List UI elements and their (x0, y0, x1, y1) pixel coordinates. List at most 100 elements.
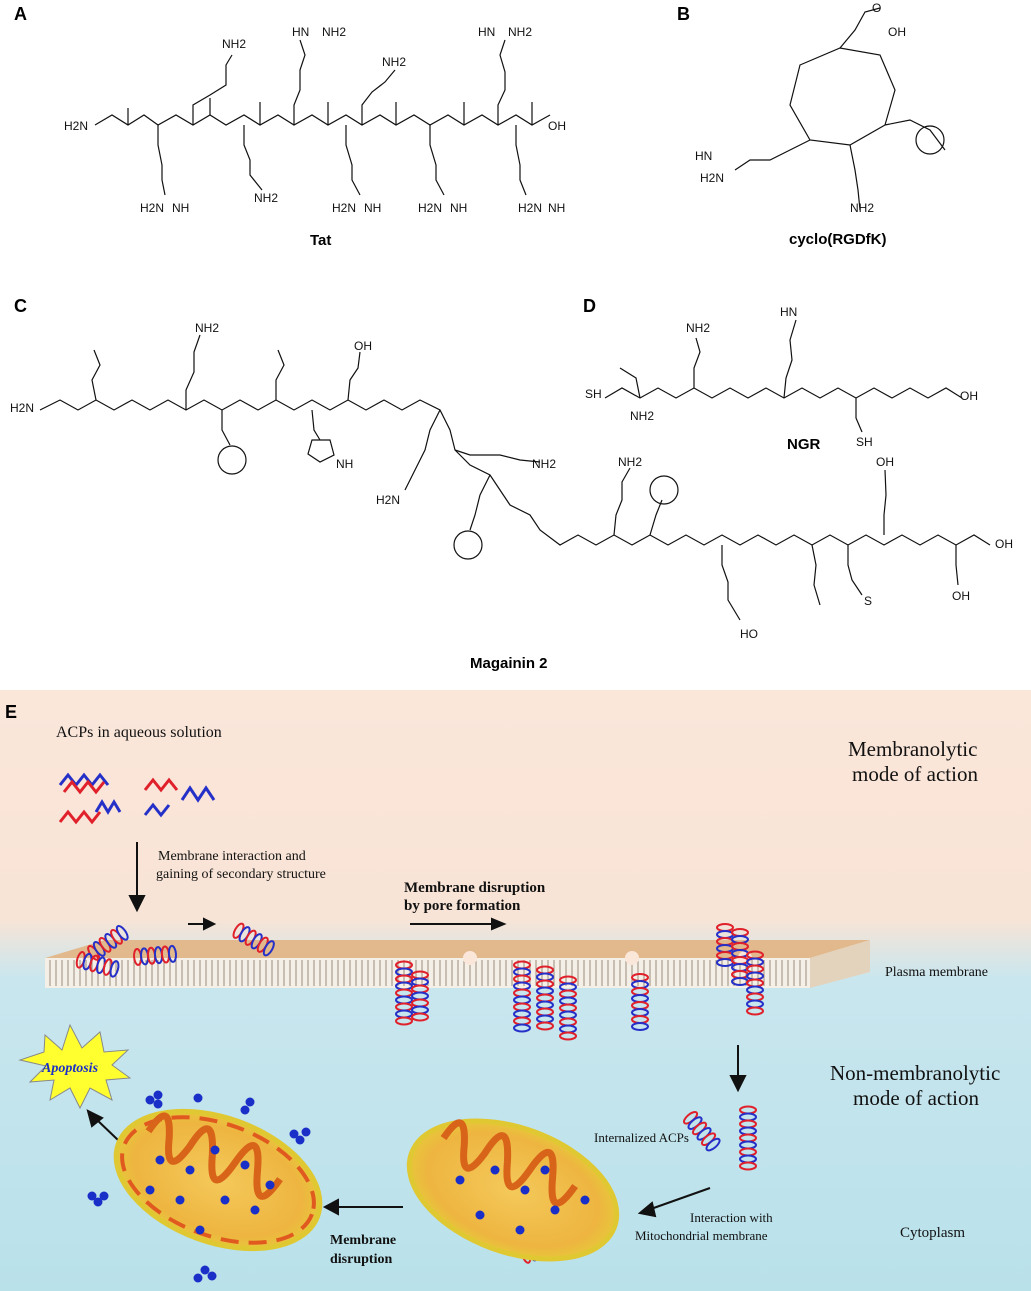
panel-b: B O OH HN H2N NH2 cyclo(RGDfK) (677, 1, 946, 248)
content-dot (250, 1205, 260, 1215)
helix (746, 950, 764, 1016)
tat-structure (94, 39, 551, 196)
magainin-structure (39, 334, 991, 621)
svg-text:S: S (864, 594, 872, 608)
content-dot (220, 1195, 230, 1205)
helix (75, 951, 120, 978)
svg-text:OH: OH (354, 339, 372, 353)
caption-ngr: NGR (787, 436, 821, 453)
content-dot (475, 1210, 485, 1220)
svg-text:NH: NH (336, 457, 353, 471)
svg-text:OH: OH (960, 389, 978, 403)
svg-text:SH: SH (585, 387, 602, 401)
svg-text:NH2: NH2 (850, 201, 874, 215)
panel-letter-b: B (677, 4, 690, 24)
panel-d: D SH NH2 HN NH2 SH OH NGR (583, 296, 978, 453)
label-acps-solution: ACPs in aqueous solution (56, 724, 222, 741)
content-dot (175, 1195, 185, 1205)
content-dot (295, 1135, 305, 1145)
svg-text:NH2: NH2 (222, 37, 246, 51)
svg-text:HN: HN (695, 149, 712, 163)
arrow-to-apoptosis (86, 1109, 119, 1141)
svg-text:NH2: NH2 (254, 191, 278, 205)
content-dot (550, 1205, 560, 1215)
mitochondrion-left (113, 1108, 323, 1252)
content-dot (145, 1095, 155, 1105)
content-dot (455, 1175, 465, 1185)
svg-text:H2N: H2N (64, 119, 88, 133)
svg-text:OH: OH (995, 537, 1013, 551)
helix (716, 923, 734, 967)
released-contents (87, 1090, 590, 1283)
svg-text:NH2: NH2 (508, 25, 532, 39)
content-dot (153, 1099, 163, 1109)
caption-rgdfk: cyclo(RGDfK) (789, 231, 887, 248)
label-plasma-membrane: Plasma membrane (885, 965, 988, 980)
content-dot (210, 1145, 220, 1155)
plasma-membrane (45, 940, 870, 988)
svg-text:HN: HN (478, 25, 495, 39)
svg-text:NH2: NH2 (322, 25, 346, 39)
label-cytoplasm: Cytoplasm (900, 1225, 965, 1241)
content-dot (155, 1155, 165, 1165)
svg-text:H2N: H2N (700, 171, 724, 185)
arrow-down-2 (729, 1045, 747, 1093)
svg-text:NH2: NH2 (195, 321, 219, 335)
panel-letter-a: A (14, 4, 27, 24)
content-dot (240, 1160, 250, 1170)
content-dot (245, 1097, 255, 1107)
svg-text:H2N: H2N (10, 401, 34, 415)
label-interaction-mito-1: Interaction with (690, 1210, 773, 1225)
arrow-to-mito (637, 1187, 711, 1218)
svg-text:OH: OH (876, 455, 894, 469)
label-interaction-2: gaining of secondary structure (156, 867, 326, 882)
svg-text:SH: SH (856, 435, 873, 449)
apoptosis-burst (18, 1023, 132, 1110)
label-apoptosis: Apoptosis (41, 1061, 99, 1076)
svg-text:NH2: NH2 (382, 55, 406, 69)
panel-e: E ACPs in aqueous solution Membranolytic… (0, 690, 1031, 1291)
label-disruption-1: Membrane disruption (404, 880, 546, 896)
helix (395, 960, 413, 1026)
content-dot (87, 1191, 97, 1201)
arrow-right-1 (188, 917, 217, 931)
helix (513, 960, 531, 1033)
caption-magainin: Magainin 2 (470, 655, 548, 672)
label-interaction-1: Membrane interaction and (158, 849, 306, 864)
svg-text:NH: NH (364, 201, 381, 215)
mitochondrion-right (406, 1118, 620, 1262)
arrow-right-2 (410, 917, 507, 931)
content-dot (193, 1093, 203, 1103)
svg-text:NH2: NH2 (686, 321, 710, 335)
svg-text:H2N: H2N (376, 493, 400, 507)
svg-text:H2N: H2N (140, 201, 164, 215)
svg-text:H2N: H2N (418, 201, 442, 215)
content-dot (193, 1273, 203, 1283)
content-dot (490, 1165, 500, 1175)
label-membrane-disruption-1: Membrane (330, 1233, 396, 1248)
svg-text:HO: HO (740, 627, 758, 641)
content-dot (195, 1225, 205, 1235)
svg-text:O: O (872, 1, 881, 15)
label-membrane-disruption-2: disruption (330, 1252, 392, 1267)
label-membranolytic-1: Membranolytic (848, 737, 977, 761)
rgdfk-structure (734, 7, 946, 211)
helix (411, 970, 429, 1022)
membrane-helices (75, 922, 764, 1264)
helix (559, 975, 577, 1041)
content-dot (289, 1129, 299, 1139)
svg-text:NH: NH (548, 201, 565, 215)
caption-tat: Tat (310, 232, 331, 249)
content-dot (515, 1225, 525, 1235)
content-dot (153, 1090, 163, 1100)
content-dot (240, 1105, 250, 1115)
svg-text:NH2: NH2 (618, 455, 642, 469)
svg-text:HN: HN (292, 25, 309, 39)
panel-letter-d: D (583, 296, 596, 316)
svg-text:NH: NH (450, 201, 467, 215)
content-dot (207, 1271, 217, 1281)
content-dot (99, 1191, 109, 1201)
label-disruption-2: by pore formation (404, 898, 521, 914)
svg-text:OH: OH (888, 25, 906, 39)
